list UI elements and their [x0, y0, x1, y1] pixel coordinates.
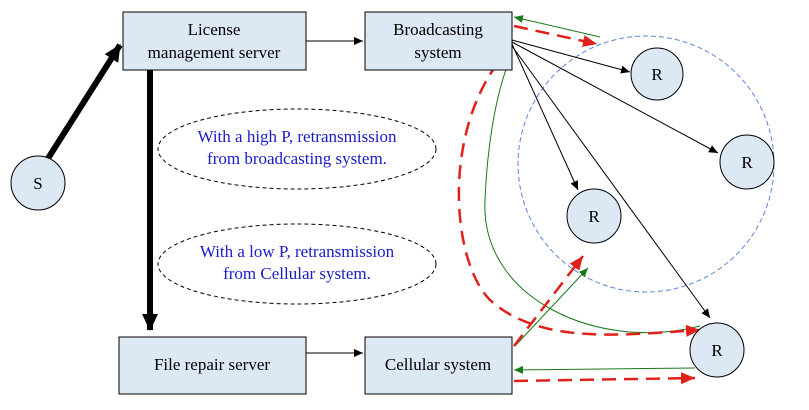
- broadcasting-system-label-line2: system: [414, 43, 461, 62]
- low-p-note-line1: With a low P, retransmission: [200, 242, 395, 261]
- file-repair-server-label: File repair server: [154, 355, 270, 374]
- broadcast-to-r3-arrow: [511, 43, 579, 191]
- retransmission-loop-arrow: [457, 45, 701, 337]
- retransmission-broadcast-arrow: [513, 24, 598, 47]
- feedback-loop-arrow: [484, 54, 701, 334]
- retransmission-cellular-r3-arrow: [513, 255, 584, 347]
- broadcasting-system-label-line1: Broadcasting: [393, 20, 483, 39]
- broadcasting-system-box: Broadcasting system: [364, 11, 513, 71]
- license-server-label-line1: License: [188, 20, 241, 39]
- low-p-note-ellipse: [157, 223, 437, 305]
- receiver-node-label: R: [741, 153, 753, 172]
- receiver-node: R: [689, 322, 745, 378]
- broadcast-to-r1-arrow: [511, 39, 631, 74]
- cellular-system-box: Cellular system: [364, 336, 513, 395]
- receiver-node: R: [566, 188, 622, 244]
- source-node: S: [10, 155, 66, 211]
- license-server-box: License management server: [122, 11, 307, 71]
- license-server-label-line2: management server: [148, 43, 281, 62]
- receiver-node: R: [630, 47, 684, 101]
- feedback-r3-arrow: [514, 267, 589, 347]
- high-p-note-line1: With a high P, retransmission: [197, 127, 397, 146]
- receiver-node-label: R: [711, 341, 723, 360]
- high-p-note-ellipse: [157, 108, 437, 190]
- source-to-license-arrow: [44, 43, 123, 162]
- broadcast-to-r4-arrow: [511, 45, 711, 319]
- feedback-r4-to-cellular-arrow: [513, 365, 696, 374]
- receiver-node-label: R: [588, 207, 600, 226]
- receiver-node: R: [719, 134, 775, 190]
- retransmission-cellular-r4-arrow: [513, 372, 696, 385]
- broadcast-to-r2-arrow: [511, 41, 719, 154]
- high-p-note-line2: from broadcasting system.: [207, 149, 387, 168]
- source-node-label: S: [33, 174, 42, 193]
- file-repair-server-box: File repair server: [118, 336, 307, 395]
- low-p-note-line2: from Cellular system.: [223, 264, 371, 283]
- feedback-to-broadcast-arrow: [513, 15, 601, 38]
- receiver-node-label: R: [651, 65, 663, 84]
- cellular-system-label: Cellular system: [385, 355, 491, 374]
